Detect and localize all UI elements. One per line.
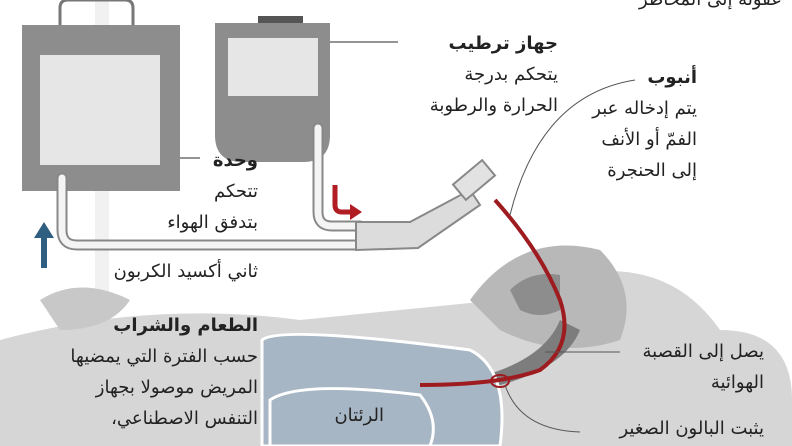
food-line: المريض موصولا بجهاز: [95, 377, 258, 398]
food-line: التنفس الاصطناعي،: [111, 408, 258, 429]
humidifier-window: [228, 38, 318, 96]
hand: [40, 287, 130, 330]
tube-line: يتم إدخاله عبر: [592, 98, 697, 119]
humidifier-label: جهاز ترطيب يتحكم بدرجة الحرارة والرطوبة: [430, 28, 558, 121]
control-unit-title: وحدة: [212, 150, 258, 171]
humidifier-cap: [258, 16, 303, 23]
endotracheal-tube: [419, 198, 567, 387]
control-unit-line: بتدفق الهواء: [167, 212, 258, 233]
food-label: الطعام والشراب حسب الفترة التي يمضيها ال…: [70, 310, 258, 434]
top-cut-text: عفونة إلى المخاطر: [639, 0, 782, 15]
food-title: الطعام والشراب: [113, 315, 258, 336]
tube-connector: [451, 158, 497, 202]
tube-label: أنبوب يتم إدخاله عبر الفمّ أو الأنف إلى …: [592, 62, 697, 186]
humidifier-line: يتحكم بدرجة: [464, 64, 558, 85]
ventilator-screen: [40, 55, 160, 165]
co2-label: ثاني أكسيد الكربون: [113, 261, 258, 282]
trachea-line: يصل إلى القصبة: [642, 341, 764, 362]
humidifier-title: جهاز ترطيب: [448, 33, 558, 54]
lungs-label: الرئتان: [334, 405, 384, 426]
hanger: [58, 0, 135, 25]
balloon: [490, 374, 510, 388]
y-connector: [355, 188, 482, 252]
mouth: [510, 274, 560, 315]
trachea-label: يصل إلى القصبة الهوائية: [643, 336, 764, 398]
tube-title: أنبوب: [647, 67, 697, 88]
red-arrow: [332, 185, 352, 215]
breathing-tubes: [56, 122, 366, 251]
tube-line: إلى الحنجرة: [607, 160, 697, 181]
balloon-label: يثبت البالون الصغير: [619, 418, 764, 439]
tube-line: الفمّ أو الأنف: [601, 129, 697, 150]
trachea-line: الهوائية: [710, 372, 764, 393]
food-line: حسب الفترة التي يمضيها: [70, 346, 258, 367]
control-unit-line: تتحكم: [214, 181, 258, 202]
humidifier-line: الحرارة والرطوبة: [429, 95, 558, 116]
control-unit-label: وحدة تتحكم بتدفق الهواء: [167, 145, 258, 238]
